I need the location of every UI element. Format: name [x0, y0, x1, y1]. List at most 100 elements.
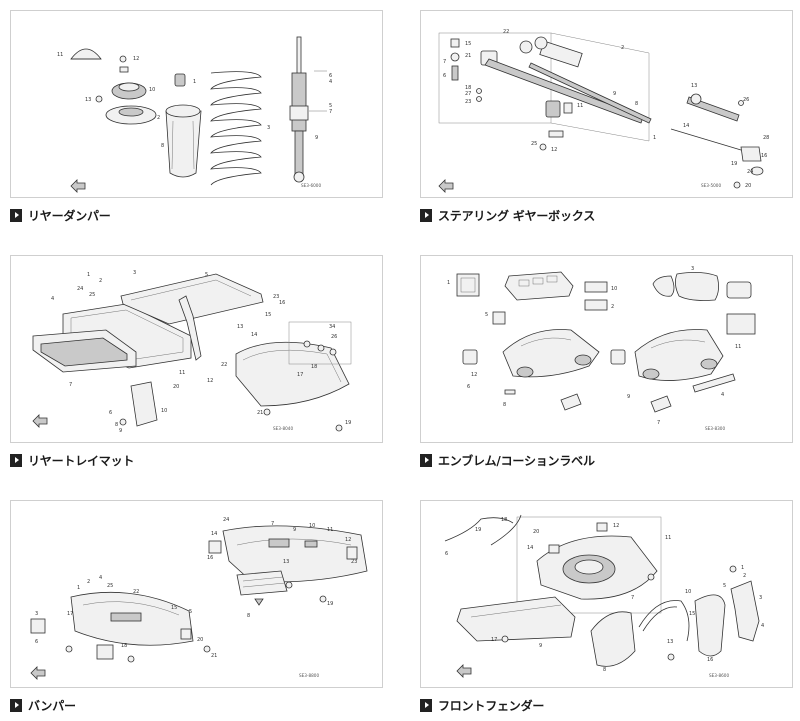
callout-21: 21 — [257, 410, 263, 416]
callout-4: 4 — [329, 79, 332, 85]
arrow-right-icon — [10, 208, 22, 222]
diagram-caption: リヤートレイマット — [28, 453, 135, 468]
diagram-frame[interactable]: 24 25 22 1 2 3 4 5 6 7 8 9 10 11 12 13 1… — [10, 500, 383, 688]
diagram-code: SE3-8600 — [709, 673, 729, 678]
callout-8: 8 — [635, 101, 638, 107]
diagram-frame[interactable]: 1 2 3 4 5 6 7 8 9 10 11 12 13 14 15 16 1… — [420, 500, 793, 688]
callout-26: 26 — [743, 97, 749, 103]
callout-18: 18 — [465, 85, 471, 91]
callout-1: 1 — [447, 280, 450, 286]
callout-12: 12 — [207, 378, 213, 384]
callout-5: 5 — [205, 272, 208, 278]
callout-18: 18 — [121, 643, 127, 649]
diagram-link-rear-damper[interactable]: リヤーダンパー — [10, 206, 111, 224]
diagram-link-bumper[interactable]: バンパー — [10, 696, 76, 714]
callout-13: 13 — [691, 83, 697, 89]
callout-4: 4 — [99, 575, 102, 581]
callout-15: 15 — [465, 41, 471, 47]
callout-12: 12 — [551, 147, 557, 153]
callout-9: 9 — [119, 428, 122, 434]
callout-6: 6 — [467, 384, 470, 390]
callout-6: 6 — [445, 551, 448, 557]
callout-15: 15 — [689, 611, 695, 617]
callout-10: 10 — [309, 523, 315, 529]
callout-7: 7 — [443, 59, 446, 65]
callout-19: 19 — [475, 527, 481, 533]
callout-17: 17 — [67, 611, 73, 617]
diagram-link-front-fender[interactable]: フロントフェンダー — [420, 696, 544, 714]
rear-damper-exploded-diagram: 11 12 10 13 1 2 3 6 4 5 7 8 9 SE3-6000 — [57, 36, 332, 193]
diagram-frame[interactable]: 22 15 2 21 7 6 23 18 9 11 1 27 14 8 12 2… — [420, 10, 793, 198]
callout-16: 16 — [707, 657, 713, 663]
callout-13: 13 — [237, 324, 243, 330]
callout-24: 24 — [223, 517, 229, 523]
callout-7: 7 — [271, 521, 274, 527]
callout-1: 1 — [741, 565, 744, 571]
callout-5: 5 — [723, 583, 726, 589]
callout-18: 18 — [501, 517, 507, 523]
callout-21: 21 — [211, 653, 217, 659]
callout-4: 4 — [721, 392, 724, 398]
callout-8: 8 — [247, 613, 250, 619]
arrow-right-icon — [10, 698, 22, 712]
callout-2: 2 — [87, 579, 90, 585]
callout-19: 19 — [731, 161, 737, 167]
diagram-link-steering-gearbox[interactable]: ステアリング ギヤーボックス — [420, 206, 595, 224]
callout-9: 9 — [627, 394, 630, 400]
diagram-code: SE3-5000 — [701, 183, 721, 188]
callout-13: 13 — [667, 639, 673, 645]
callout-3: 3 — [759, 595, 762, 601]
callout-13: 13 — [283, 559, 289, 565]
bumper-exploded-diagram: 24 25 22 1 2 3 4 5 6 7 8 9 10 11 12 13 1… — [30, 517, 368, 680]
rear-tray-mat-exploded-diagram: 1 2 3 4 5 24 25 7 20 21 22 23 6 8 9 10 1… — [32, 270, 351, 434]
diagram-link-emblem-caution-labels[interactable]: エンブレム/コーションラベル — [420, 451, 595, 469]
diagram-link-rear-tray-mat[interactable]: リヤートレイマット — [10, 451, 134, 469]
callout-3: 3 — [691, 266, 694, 272]
callout-10: 10 — [149, 87, 155, 93]
callout-9: 9 — [315, 135, 318, 141]
diagram-frame[interactable]: 1 2 3 5 8 10 11 12 4 6 7 9 SE3-8300 — [420, 255, 793, 443]
callout-1: 1 — [193, 79, 196, 85]
callout-34: 34 — [329, 324, 335, 330]
callout-20: 20 — [533, 529, 539, 535]
callout-4: 4 — [51, 296, 54, 302]
diagram-caption: フロントフェンダー — [438, 698, 545, 713]
callout-23: 23 — [465, 99, 471, 105]
callout-11: 11 — [735, 344, 741, 350]
callout-6: 6 — [329, 73, 332, 79]
callout-26: 26 — [331, 334, 337, 340]
callout-1: 1 — [77, 585, 80, 591]
steering-gearbox-exploded-diagram: 22 15 2 21 7 6 23 18 9 11 1 27 14 8 12 2… — [438, 29, 769, 193]
callout-12: 12 — [613, 523, 619, 529]
arrow-right-icon — [420, 698, 432, 712]
callout-18: 18 — [311, 364, 317, 370]
callout-6: 6 — [109, 410, 112, 416]
diagram-caption: エンブレム/コーションラベル — [438, 453, 595, 468]
callout-8: 8 — [503, 402, 506, 408]
callout-4: 4 — [761, 623, 764, 629]
diagram-frame[interactable]: 11 12 10 13 1 2 3 6 4 5 7 8 9 SE3-6000 — [10, 10, 383, 198]
callout-19: 19 — [345, 420, 351, 426]
callout-3: 3 — [35, 611, 38, 617]
diagram-code: SE3-6000 — [301, 183, 321, 188]
callout-15: 15 — [171, 605, 177, 611]
front-fender-exploded-diagram: 1 2 3 4 5 6 7 8 9 10 11 12 13 14 15 16 1… — [444, 514, 764, 678]
callout-16: 16 — [207, 555, 213, 561]
callout-16: 16 — [279, 300, 285, 306]
callout-25: 25 — [89, 292, 95, 298]
callout-24: 24 — [747, 169, 753, 175]
callout-20: 20 — [197, 637, 203, 643]
callout-23: 23 — [273, 294, 279, 300]
callout-12: 12 — [471, 372, 477, 378]
diagram-frame[interactable]: 1 2 3 4 5 24 25 7 20 21 22 23 6 8 9 10 1… — [10, 255, 383, 443]
callout-10: 10 — [685, 589, 691, 595]
callout-22: 22 — [221, 362, 227, 368]
callout-1: 1 — [87, 272, 90, 278]
callout-9: 9 — [539, 643, 542, 649]
callout-11: 11 — [327, 527, 333, 533]
arrow-right-icon — [420, 208, 432, 222]
callout-12: 12 — [133, 56, 139, 62]
callout-2: 2 — [611, 304, 614, 310]
callout-14: 14 — [211, 531, 217, 537]
callout-7: 7 — [631, 595, 634, 601]
